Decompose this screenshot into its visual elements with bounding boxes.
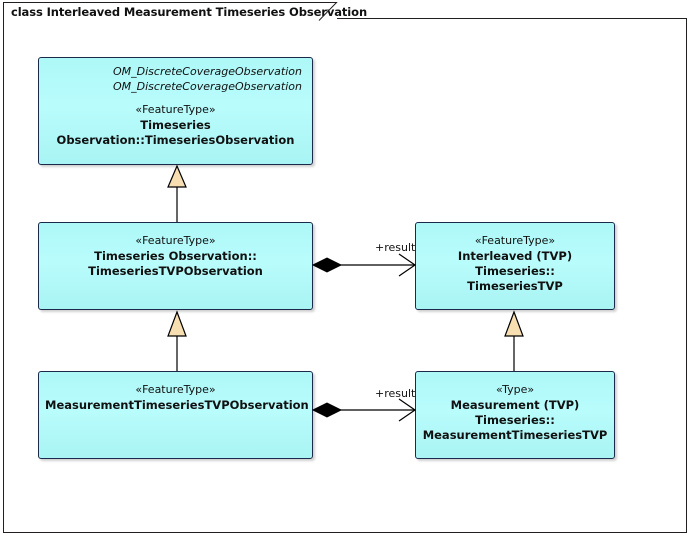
class-stereotype: «FeatureType» (474, 234, 556, 247)
spacer (45, 94, 306, 103)
class-box-measurement-timeseries-tvp-observation[interactable]: «FeatureType» MeasurementTimeseriesTVPOb… (38, 371, 313, 459)
class-box-timeseries-tvp-observation[interactable]: «FeatureType» Timeseries Observation:: T… (38, 222, 313, 310)
class-name-line-2: TimeseriesTVPObservation (88, 263, 263, 278)
class-name-line-1: Measurement (TVP) Timeseries:: (450, 397, 580, 427)
connector-label-result-upper: +result (375, 241, 416, 254)
class-stereotype: «FeatureType» (135, 234, 216, 247)
class-name-line-2: MeasurementTimeseriesTVP (422, 427, 608, 442)
class-stereotype: «FeatureType» (135, 383, 216, 396)
class-name-line-1: Interleaved (TVP) Timeseries:: (457, 248, 573, 278)
class-tagged-value-1: OM_DiscreteCoverageObservation (112, 65, 302, 78)
class-box-measurement-timeseries-tvp[interactable]: «Type» Measurement (TVP) Timeseries:: Me… (415, 371, 615, 459)
class-name-line-2: TimeseriesTVP (467, 278, 563, 293)
page-title: class Interleaved Measurement Timeseries… (11, 4, 368, 19)
class-tagged-value-2: OM_DiscreteCoverageObservation (112, 79, 302, 93)
diagram-title-tab: class Interleaved Measurement Timeseries… (3, 2, 367, 20)
class-box-timeseries-tvp[interactable]: «FeatureType» Interleaved (TVP) Timeseri… (415, 222, 615, 310)
class-name-line-1: MeasurementTimeseriesTVPObservation (45, 397, 309, 412)
class-name: Timeseries Observation::TimeseriesObserv… (56, 117, 295, 147)
connector-label-result-lower: +result (375, 387, 416, 400)
class-name-line-1: Timeseries Observation:: (94, 248, 257, 263)
class-stereotype: «FeatureType» (135, 103, 216, 117)
class-box-timeseries-observation[interactable]: OM_DiscreteCoverageObservation OM_Discre… (38, 57, 313, 165)
class-stereotype: «Type» (495, 383, 535, 396)
title-tab-diagonal-edge (311, 2, 338, 21)
